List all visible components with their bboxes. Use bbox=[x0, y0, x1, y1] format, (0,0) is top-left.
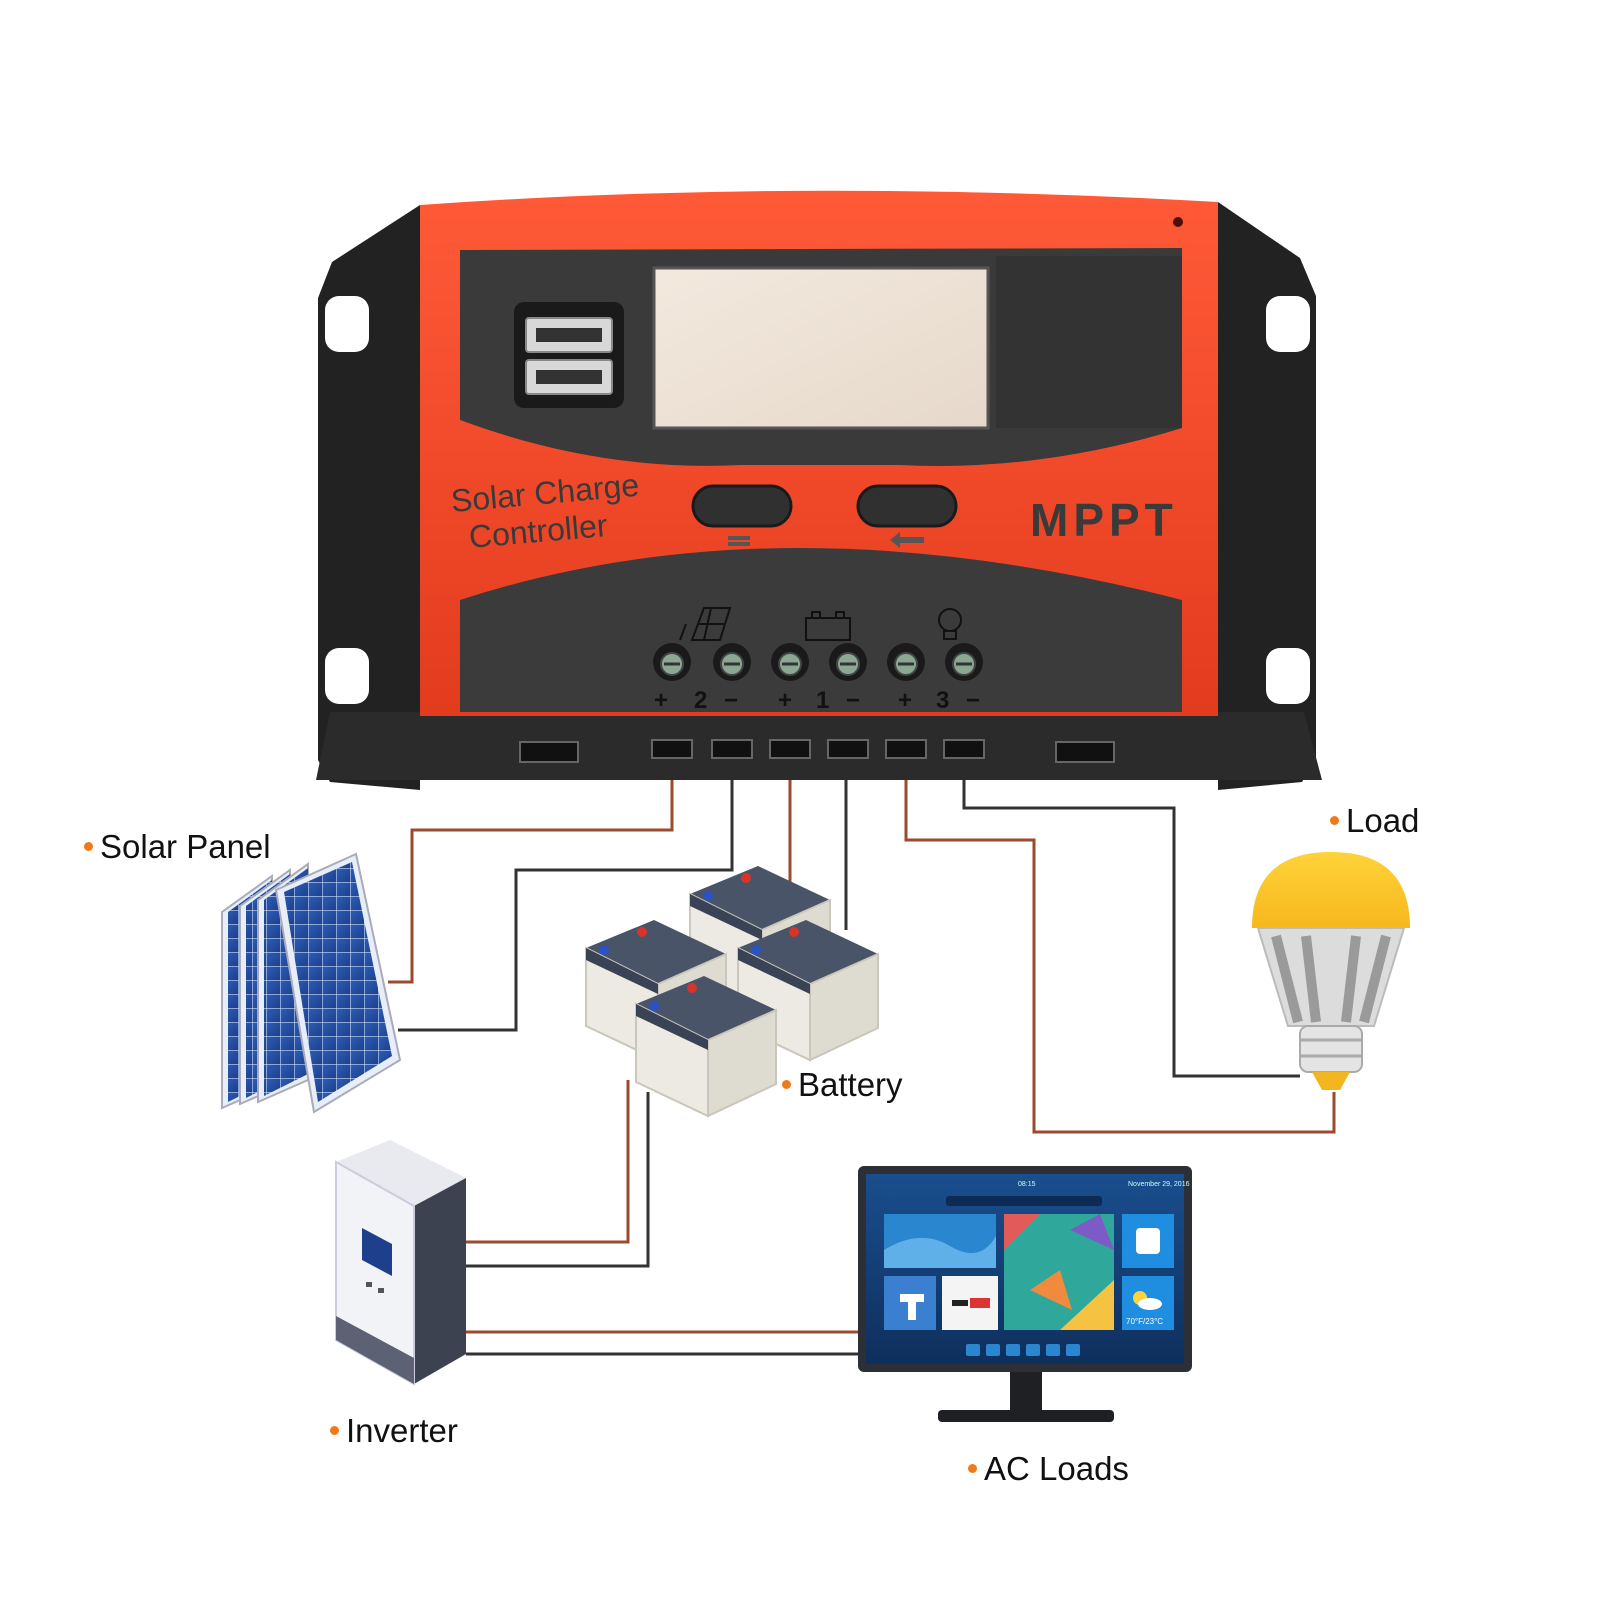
terminal-screw[interactable] bbox=[713, 643, 751, 681]
terminal-screw[interactable] bbox=[771, 643, 809, 681]
wire-entry-slot bbox=[711, 739, 753, 759]
terminal-sign-4: − bbox=[846, 687, 860, 714]
usb-ports[interactable] bbox=[514, 302, 624, 408]
bullet-dot bbox=[782, 1080, 791, 1089]
monitor-time: 08:15 bbox=[1018, 1181, 1036, 1188]
solar-panel-label-text: Solar Panel bbox=[100, 828, 271, 865]
terminal-screw[interactable] bbox=[887, 643, 925, 681]
wire-entry-slot bbox=[769, 739, 811, 759]
wiring bbox=[388, 770, 1336, 1356]
battery-label-text: Battery bbox=[798, 1066, 903, 1103]
ac-loads-monitor: 08:15 November 29, 2016 70°F/23°C bbox=[858, 1166, 1192, 1422]
bullet-dot bbox=[84, 842, 93, 851]
wire-load-positive bbox=[904, 770, 1336, 1134]
monitor-date: November 29, 2016 bbox=[1128, 1181, 1190, 1188]
status-led bbox=[1173, 217, 1183, 227]
menu-button[interactable] bbox=[691, 484, 793, 528]
inverter-label: Inverter bbox=[330, 1412, 458, 1450]
battery-bank bbox=[585, 866, 879, 1118]
terminal-sign-2: − bbox=[724, 687, 738, 714]
model-label: MPPT bbox=[1030, 494, 1178, 546]
controller-base bbox=[316, 712, 1322, 780]
terminal-labels: + 2 − + 1 − + 3 − bbox=[654, 687, 980, 714]
base-clip-left bbox=[519, 741, 579, 763]
battery-label: Battery bbox=[782, 1066, 903, 1104]
return-icon bbox=[890, 532, 924, 548]
bullet-dot bbox=[330, 1426, 339, 1435]
mount-slot-bottom-left bbox=[325, 648, 369, 704]
terminal-screw[interactable] bbox=[829, 643, 867, 681]
inverter bbox=[335, 1140, 466, 1386]
charge-controller: Solar Charge Controller MPPT bbox=[316, 190, 1322, 790]
return-button[interactable] bbox=[856, 484, 958, 528]
display-right-panel bbox=[996, 256, 1182, 428]
terminal-screw[interactable] bbox=[653, 643, 691, 681]
terminal-group-2: 2 bbox=[694, 687, 707, 714]
battery-icon bbox=[805, 611, 851, 641]
monitor-search-bar bbox=[946, 1196, 1102, 1206]
monitor-neck bbox=[1010, 1372, 1042, 1412]
terminal-sign-3: + bbox=[778, 687, 792, 714]
base-clip-right bbox=[1055, 741, 1115, 763]
wire-solar-negative bbox=[398, 770, 734, 1032]
weather-readout: 70°F/23°C bbox=[1126, 1317, 1163, 1326]
wire-entry-slot bbox=[885, 739, 927, 759]
wire-entry-slots bbox=[651, 739, 985, 759]
terminal-screw[interactable] bbox=[945, 643, 983, 681]
monitor-dock bbox=[966, 1344, 1080, 1356]
bulb-icon bbox=[938, 608, 962, 640]
ac-loads-label-text: AC Loads bbox=[984, 1450, 1129, 1487]
solar-panel bbox=[221, 852, 402, 1114]
menu-icon bbox=[728, 536, 750, 546]
terminal-sign-6: − bbox=[966, 687, 980, 714]
terminal-group-3: 3 bbox=[936, 687, 949, 714]
wire-battery-inverter-positive bbox=[466, 1080, 630, 1244]
wire-entry-slot bbox=[827, 739, 869, 759]
wire-entry-slot bbox=[943, 739, 985, 759]
solar-panel-icon bbox=[679, 607, 732, 641]
terminal-sign-5: + bbox=[898, 687, 912, 714]
load-bulb bbox=[1252, 852, 1410, 1090]
lcd-screen bbox=[652, 266, 990, 430]
wire-battery-inverter-negative bbox=[466, 1092, 650, 1268]
monitor-stand bbox=[938, 1410, 1114, 1422]
inverter-display bbox=[362, 1228, 392, 1276]
wire-load-negative bbox=[962, 770, 1300, 1078]
ac-loads-label: AC Loads bbox=[968, 1450, 1129, 1488]
bullet-dot bbox=[968, 1464, 977, 1473]
terminal-group-1: 1 bbox=[816, 687, 829, 714]
inverter-label-text: Inverter bbox=[346, 1412, 458, 1449]
solar-panel-label: Solar Panel bbox=[84, 828, 271, 866]
terminal-bezel bbox=[460, 548, 1182, 712]
mount-slot-top-right bbox=[1266, 296, 1310, 352]
mount-slot-top-left bbox=[325, 296, 369, 352]
mount-slot-bottom-right bbox=[1266, 648, 1310, 704]
wire-solar-positive bbox=[388, 770, 674, 984]
battery-unit bbox=[635, 976, 777, 1118]
inverter-button bbox=[366, 1282, 372, 1287]
load-label-text: Load bbox=[1346, 802, 1420, 839]
load-label: Load bbox=[1330, 802, 1419, 840]
wire-entry-slot bbox=[651, 739, 693, 759]
terminal-sign-1: + bbox=[654, 687, 668, 714]
bullet-dot bbox=[1330, 816, 1339, 825]
terminal-block bbox=[653, 643, 983, 681]
